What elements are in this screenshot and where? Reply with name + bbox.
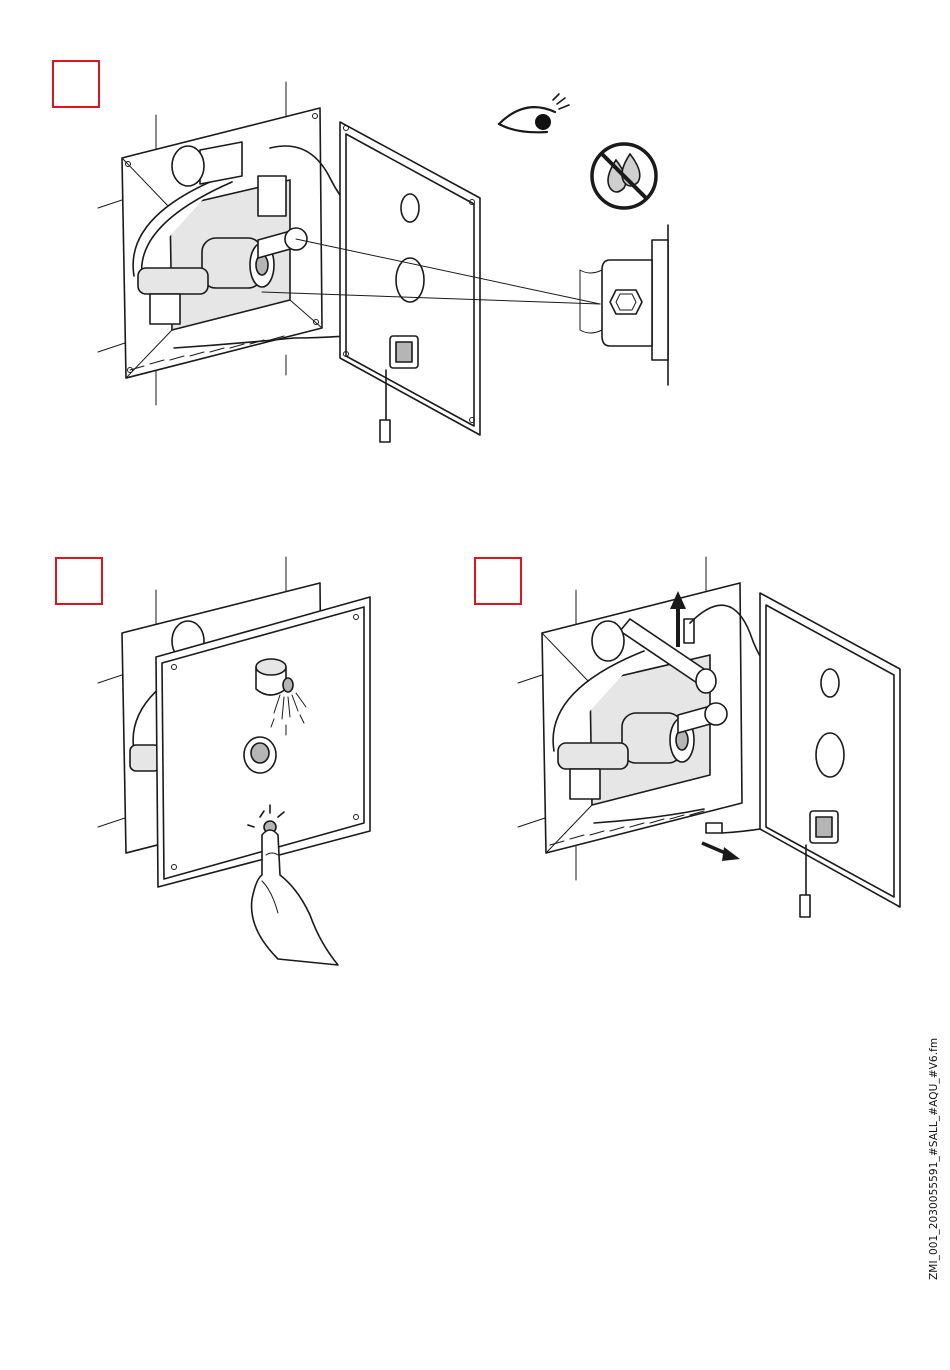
step-3-illustration bbox=[510, 555, 910, 925]
arrow-out-icon bbox=[702, 843, 740, 861]
leader-line bbox=[98, 817, 128, 827]
eye-icon bbox=[495, 92, 575, 140]
leader-line bbox=[98, 342, 128, 352]
step-1-illustration bbox=[90, 80, 690, 450]
step-2-illustration bbox=[90, 555, 410, 975]
hex-plug-detail bbox=[580, 225, 668, 385]
temperature-knob bbox=[244, 737, 276, 773]
file-reference: ZMI_001_2030055591_#SALL_#AQU_#V6.fm bbox=[928, 1040, 942, 1280]
cover-plate bbox=[340, 122, 480, 435]
leader-line bbox=[518, 817, 548, 827]
plug-connector bbox=[706, 823, 722, 833]
no-water-drops-icon bbox=[588, 140, 660, 212]
cover-plate bbox=[760, 593, 900, 907]
